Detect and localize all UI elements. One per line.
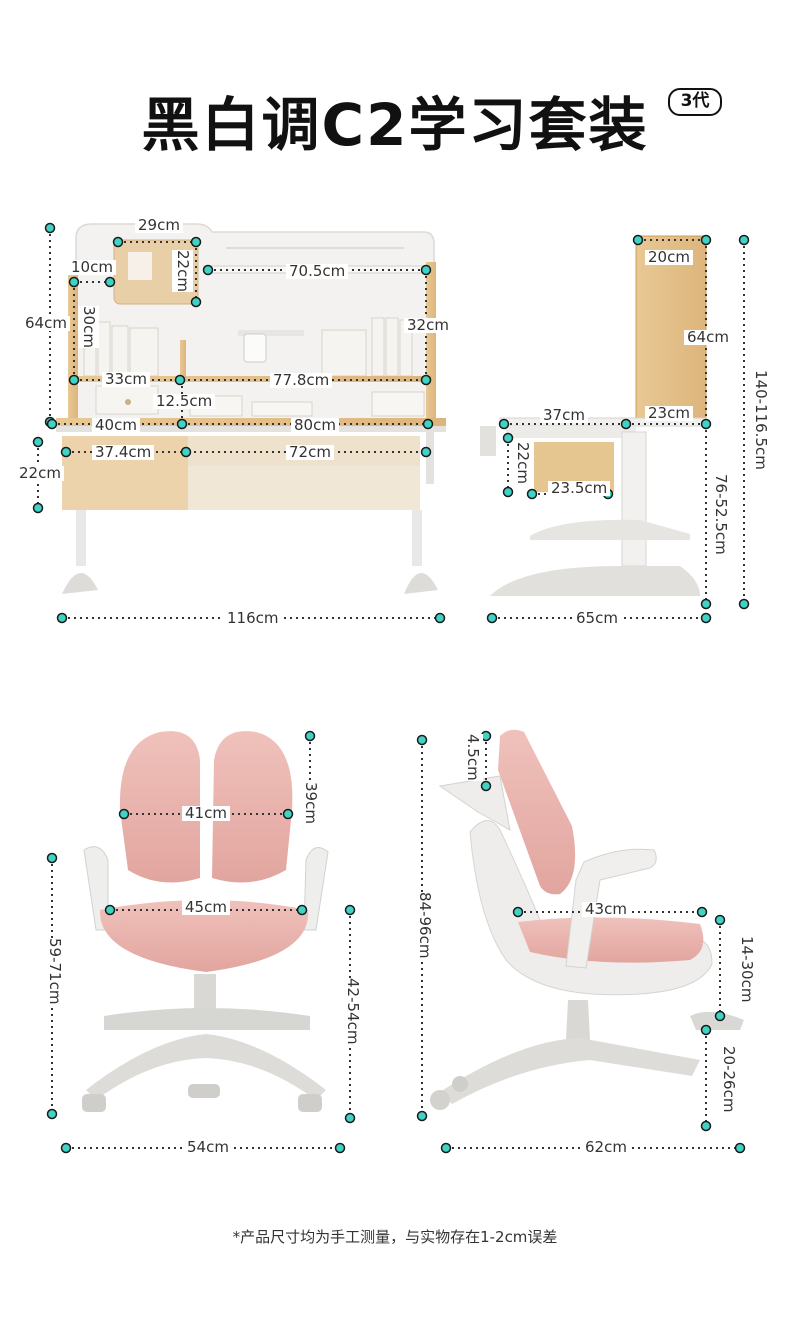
dimension-markers xyxy=(32,222,750,1154)
chair-back-width-label: 41cm xyxy=(182,806,230,821)
chair-armrest-height-label: 59-71cm xyxy=(44,938,65,1005)
side-base-depth-label: 65cm xyxy=(573,611,621,626)
desk-board-height-label: 22cm xyxy=(172,250,193,292)
side-drawer-depth-label: 23.5cm xyxy=(548,481,611,496)
desk-small-gap-label: 12.5cm xyxy=(153,394,216,409)
chair-armrest-range-label: 14-30cm xyxy=(736,936,757,1003)
desk-right-drawer-label: 72cm xyxy=(286,445,334,460)
measurement-disclaimer: *产品尺寸均为手工测量，与实物存在1-2cm误差 xyxy=(232,1228,558,1246)
chair-base-width-label: 54cm xyxy=(184,1140,232,1155)
side-drawer-height-label: 22cm xyxy=(512,442,533,484)
desk-left-bay-height-label: 30cm xyxy=(78,306,99,348)
chair-headrest-gap-label: 4.5cm xyxy=(462,734,483,781)
desk-left-drawer-label: 37.4cm xyxy=(92,445,155,460)
desk-total-width-label: 116cm xyxy=(224,611,282,626)
page-title: 黑白调C2学习套装 xyxy=(0,78,790,162)
desk-shelf-width-label: 29cm xyxy=(135,218,183,233)
side-hutch-depth-label: 20cm xyxy=(645,250,693,265)
desk-side-view xyxy=(480,235,707,596)
side-hutch-height-label: 64cm xyxy=(684,330,732,345)
chair-front-view xyxy=(82,731,329,1112)
desk-left-shelf-label: 33cm xyxy=(102,372,150,387)
generation-badge: 3代 xyxy=(668,88,722,116)
title-text: 黑白调C2学习套装 xyxy=(141,91,649,159)
desk-side-gap-label: 10cm xyxy=(68,260,116,275)
desk-width-top-label: 80cm xyxy=(291,418,339,433)
desk-drawer-height-label: 22cm xyxy=(16,466,64,481)
side-total-height-label: 140-116.5cm xyxy=(750,370,771,470)
chair-side-view xyxy=(430,729,744,1110)
side-desk-height-label: 76-52.5cm xyxy=(710,474,731,555)
chair-seat-height-label: 42-54cm xyxy=(342,978,363,1045)
chair-base-depth-label: 62cm xyxy=(582,1140,630,1155)
side-hutch-offset-label: 23cm xyxy=(645,406,693,421)
side-desk-depth-label: 37cm xyxy=(540,408,588,423)
desk-top-shelf-label: 70.5cm xyxy=(286,264,349,279)
desk-middle-shelf-label: 77.8cm xyxy=(270,373,333,388)
chair-seat-width-label: 45cm xyxy=(182,900,230,915)
desk-right-bay-height-label: 32cm xyxy=(404,318,452,333)
chair-total-height-label: 84-96cm xyxy=(414,892,435,959)
chair-back-height-label: 39cm xyxy=(300,782,321,824)
desk-hutch-height-label: 64cm xyxy=(22,316,70,331)
chair-footrest-height-label: 20-26cm xyxy=(718,1046,739,1113)
chair-seat-depth-label: 43cm xyxy=(582,902,630,917)
desk-left-depth-label: 40cm xyxy=(92,418,140,433)
